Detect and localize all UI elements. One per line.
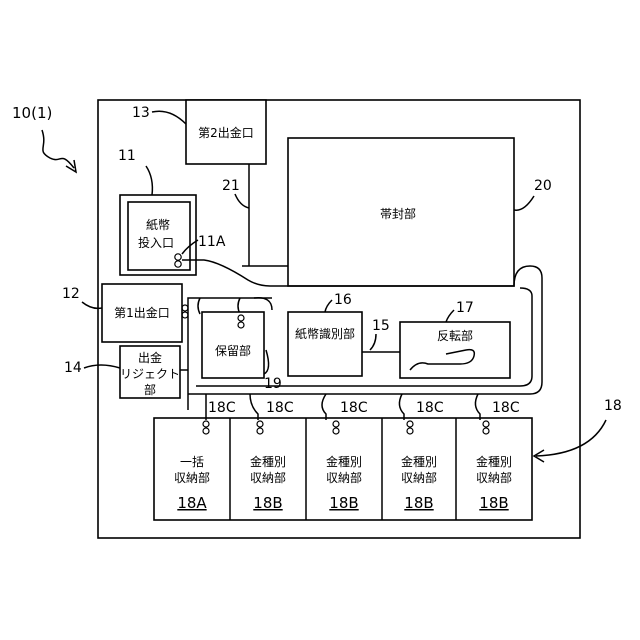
transport-path-numeral: 15 bbox=[372, 318, 390, 334]
bulk-storage-code: 18A bbox=[177, 494, 207, 512]
reject-label-line2: リジェクト bbox=[120, 367, 180, 381]
denom-storage-4-label-line2: 収納部 bbox=[476, 470, 512, 485]
bulk-storage-label-line1: 一括 bbox=[180, 454, 204, 469]
recognition-numeral: 16 bbox=[334, 292, 352, 308]
roller-18c-2-numeral: 18C bbox=[266, 400, 294, 416]
roller-18c-3-numeral: 18C bbox=[340, 400, 368, 416]
roller-18c-1-numeral: 18C bbox=[208, 400, 236, 416]
reversing-label: 反転部 bbox=[437, 328, 473, 343]
denom-storage-4-label-line1: 金種別 bbox=[476, 454, 512, 469]
bulk-storage-label-line2: 収納部 bbox=[174, 470, 210, 485]
roller-18c-5-numeral: 18C bbox=[492, 400, 520, 416]
first-outlet-label: 第1出金口 bbox=[114, 305, 170, 320]
first-outlet-numeral: 12 bbox=[62, 286, 80, 302]
denom-storage-2-code: 18B bbox=[329, 494, 358, 512]
storage-group-numeral: 18 bbox=[604, 398, 622, 414]
recognition-label: 紙幣識別部 bbox=[295, 326, 355, 341]
denom-storage-1-code: 18B bbox=[253, 494, 282, 512]
second-outlet-label: 第2出金口 bbox=[198, 125, 254, 140]
path-21-numeral: 21 bbox=[222, 178, 240, 194]
denom-storage-1-label-line1: 金種別 bbox=[250, 454, 286, 469]
denom-storage-3-label-line1: 金種別 bbox=[401, 454, 437, 469]
denom-storage-3-label-line2: 収納部 bbox=[401, 470, 437, 485]
inlet-roller-numeral: 11A bbox=[198, 234, 226, 250]
inlet-label-line2: 投入口 bbox=[138, 235, 174, 250]
recognition-box bbox=[288, 312, 362, 376]
denom-storage-2-label-line2: 収納部 bbox=[326, 470, 362, 485]
inlet-label-line1: 紙幣 bbox=[146, 217, 170, 232]
device-leader-arrow bbox=[42, 130, 74, 168]
denom-storage-4-code: 18B bbox=[479, 494, 508, 512]
reversing-numeral: 17 bbox=[456, 300, 474, 316]
band-unit-label: 帯封部 bbox=[380, 206, 416, 221]
reject-label-line3: 部 bbox=[144, 382, 156, 397]
second-outlet-numeral: 13 bbox=[132, 105, 150, 121]
holding-label: 保留部 bbox=[215, 343, 251, 358]
reject-numeral: 14 bbox=[64, 360, 82, 376]
holding-roller-numeral: 19 bbox=[264, 376, 282, 392]
denom-storage-3-code: 18B bbox=[404, 494, 433, 512]
roller-18c-4-numeral: 18C bbox=[416, 400, 444, 416]
inlet-numeral: 11 bbox=[118, 148, 136, 164]
device-label: 10(1) bbox=[12, 104, 52, 122]
reject-label-line1: 出金 bbox=[138, 350, 162, 365]
band-unit-numeral: 20 bbox=[534, 178, 552, 194]
denom-storage-1-label-line2: 収納部 bbox=[250, 470, 286, 485]
denom-storage-2-label-line1: 金種別 bbox=[326, 454, 362, 469]
